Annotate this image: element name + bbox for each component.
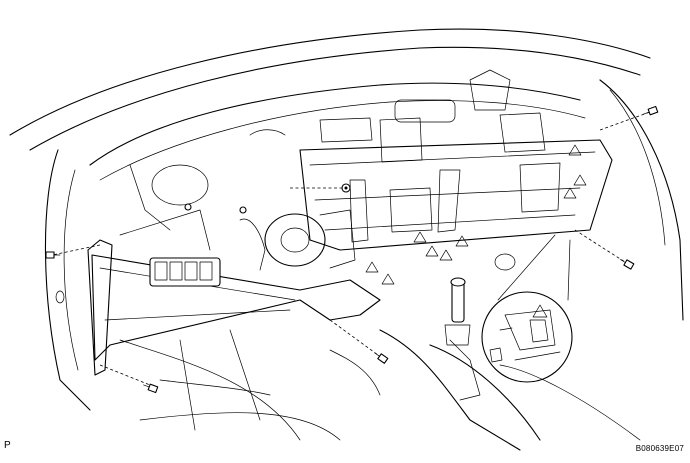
bolt-right-lower: [619, 259, 635, 270]
windshield-outline: [9, 28, 651, 151]
instrument-panel-reinforcement: [299, 112, 613, 251]
bolt-lower-left: [143, 383, 159, 394]
figure-code: B080639E07: [635, 444, 684, 453]
dashboard-upper-structure: [89, 69, 586, 231]
lower-panel: [91, 209, 381, 361]
left-door-frame: [44, 149, 91, 411]
bolts: [45, 105, 659, 394]
bolt-left: [45, 251, 61, 259]
shift-lever: [444, 277, 471, 346]
bolt-center-lower: [374, 352, 389, 364]
detail-callout: [481, 234, 573, 383]
floor-and-console: [119, 329, 641, 451]
left-side-bracket: [87, 239, 113, 376]
steering-column: [239, 209, 516, 271]
view-label: P: [4, 440, 11, 451]
right-door-frame: [599, 79, 684, 321]
clip-markers: [365, 144, 587, 285]
bolt-upper-right: [643, 105, 659, 116]
